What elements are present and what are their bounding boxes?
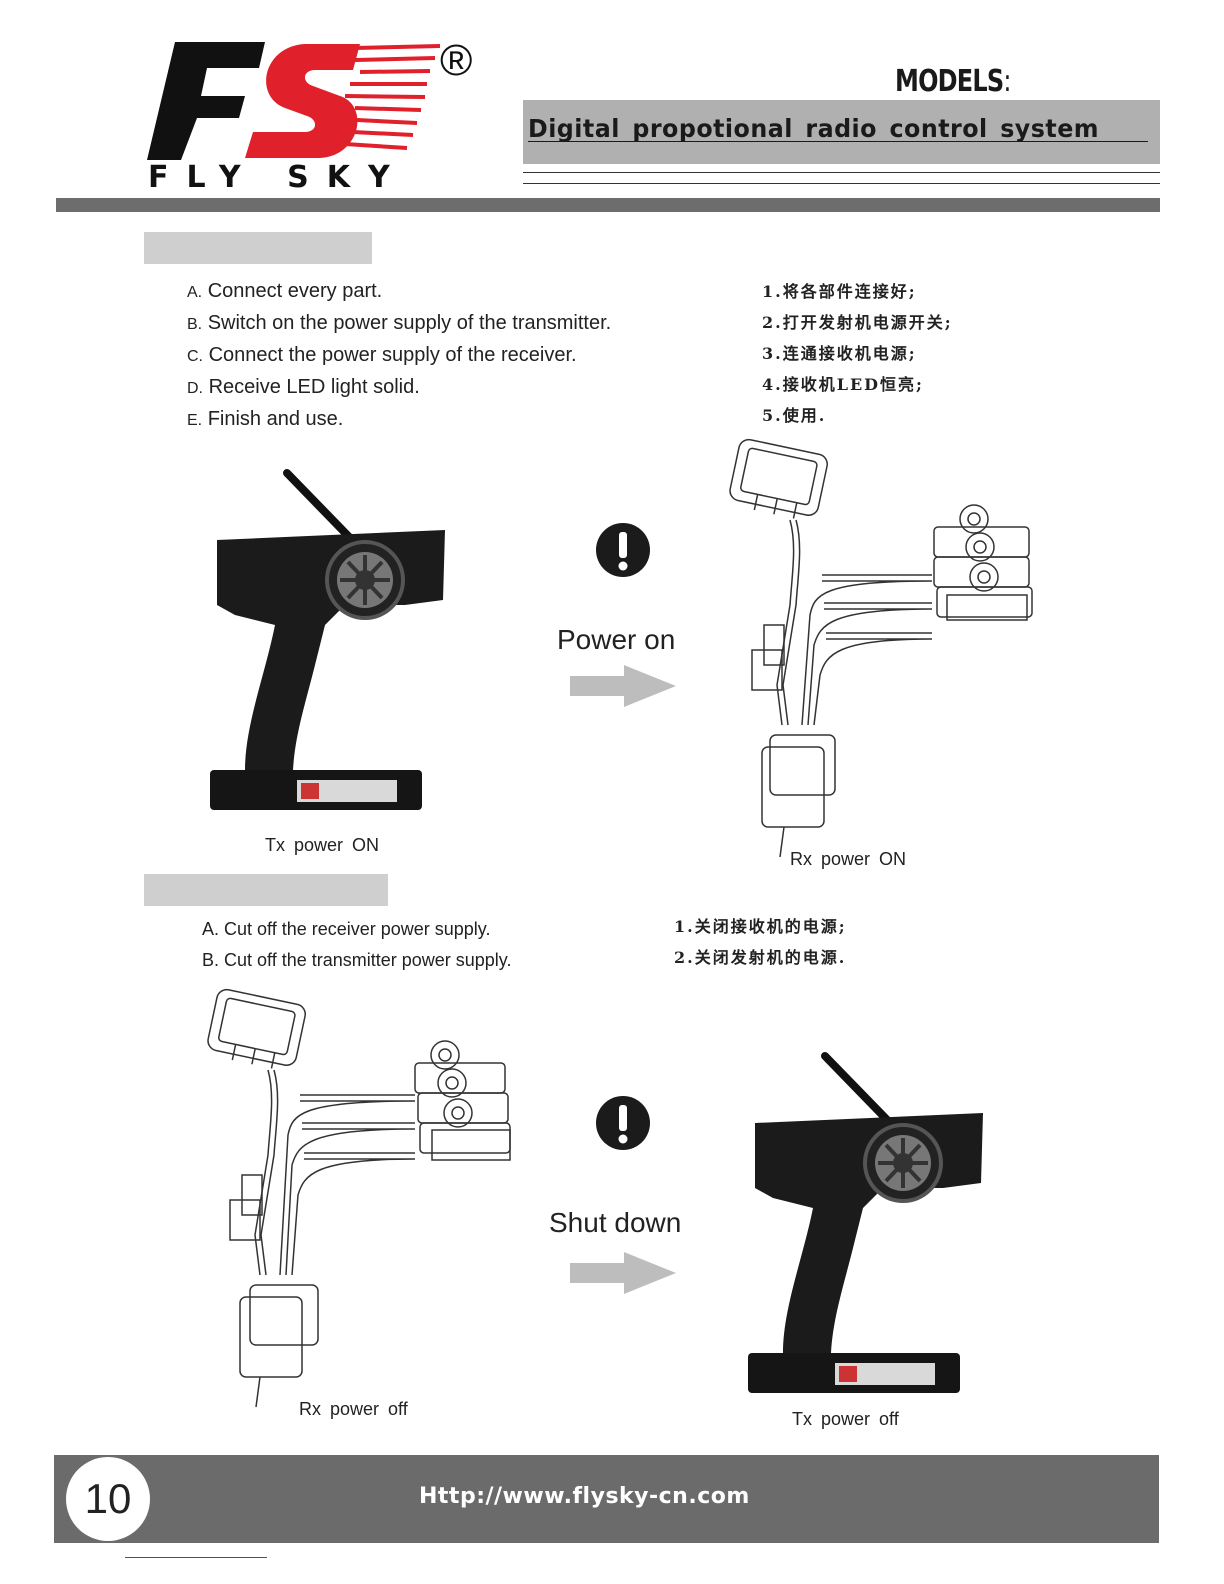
footer-band xyxy=(54,1455,1159,1543)
transmitter-illustration xyxy=(205,465,455,815)
step-zh-5: 5.使用. xyxy=(762,406,827,425)
step-zh-3: 3.连通接收机电源; xyxy=(762,344,917,363)
header-band xyxy=(56,198,1160,212)
power-on-steps-zh: 1.将各部件连接好; 2.打开发射机电源开关; 3.连通接收机电源; 4.接收机… xyxy=(762,276,1062,431)
right-arrow-icon xyxy=(570,665,676,707)
power-on-arrow xyxy=(570,665,676,707)
receiver-diagram-icon xyxy=(729,438,1033,858)
subtitle-underline xyxy=(528,141,1148,142)
shutdown-step-zh-2: 2.关闭发射机的电源. xyxy=(674,948,847,967)
step-b: B. Switch on the power supply of the tra… xyxy=(187,312,612,334)
step-e: E. Finish and use. xyxy=(187,408,344,430)
receiver-servo-diagram-shutdown xyxy=(200,985,520,1410)
section-header-bar-shutdown xyxy=(144,874,388,906)
transmitter-illustration-shutdown xyxy=(743,1048,993,1398)
subtitle-bar xyxy=(523,100,1160,164)
models-label: MODELS: xyxy=(895,64,1011,99)
brand-logo xyxy=(145,38,495,193)
exclamation-icon xyxy=(596,1096,650,1150)
shutdown-arrow xyxy=(570,1252,676,1294)
flysky-logo-icon xyxy=(147,42,441,160)
footer-url[interactable]: Http://www.flysky-cn.com xyxy=(419,1484,750,1509)
rx-power-off-caption: Rx power off xyxy=(299,1399,408,1419)
brand-name: FLY SKY xyxy=(148,160,408,195)
subtitle: Digital propotional radio control system xyxy=(528,114,1100,143)
rx-power-on-caption: Rx power ON xyxy=(790,849,907,869)
alert-icon-power-on xyxy=(595,522,651,578)
receiver-diagram-icon xyxy=(207,988,511,1408)
models-text: MODELS xyxy=(895,64,1004,99)
shutdown-step-a: A. Cut off the receiver power supply. xyxy=(202,919,491,939)
shut-down-label: Shut down xyxy=(549,1207,682,1238)
step-zh-4: 4.接收机LED恒亮; xyxy=(762,375,924,394)
bottom-link-line xyxy=(125,1557,267,1558)
receiver-servo-diagram xyxy=(722,435,1042,860)
step-zh-2: 2.打开发射机电源开关; xyxy=(762,313,953,332)
transmitter-icon xyxy=(748,1052,983,1393)
exclamation-icon xyxy=(596,523,650,577)
shutdown-steps-en: A. Cut off the receiver power supply. B.… xyxy=(202,914,632,976)
step-d: D. Receive LED light solid. xyxy=(187,376,420,398)
right-arrow-icon xyxy=(570,1252,676,1294)
shutdown-steps-zh: 1.关闭接收机的电源; 2.关闭发射机的电源. xyxy=(674,911,974,973)
step-zh-1: 1.将各部件连接好; xyxy=(762,282,917,301)
shutdown-step-zh-1: 1.关闭接收机的电源; xyxy=(674,917,847,936)
power-on-steps-en: A. Connect every part. B. Switch on the … xyxy=(187,276,707,436)
page-number: 10 xyxy=(66,1457,150,1541)
tx-power-on-caption: Tx power ON xyxy=(265,835,380,855)
alert-icon-shutdown xyxy=(595,1095,651,1151)
section-header-bar-power-on xyxy=(144,232,372,264)
registered-mark: ® xyxy=(440,36,473,85)
power-on-label: Power on xyxy=(557,624,676,655)
models-colon: : xyxy=(1003,64,1011,99)
transmitter-icon xyxy=(210,469,445,810)
header-double-line xyxy=(523,172,1160,184)
step-c: C. Connect the power supply of the recei… xyxy=(187,344,577,366)
tx-power-off-caption: Tx power off xyxy=(792,1409,899,1429)
shutdown-step-b: B. Cut off the transmitter power supply. xyxy=(202,950,512,970)
step-a: A. Connect every part. xyxy=(187,280,383,302)
